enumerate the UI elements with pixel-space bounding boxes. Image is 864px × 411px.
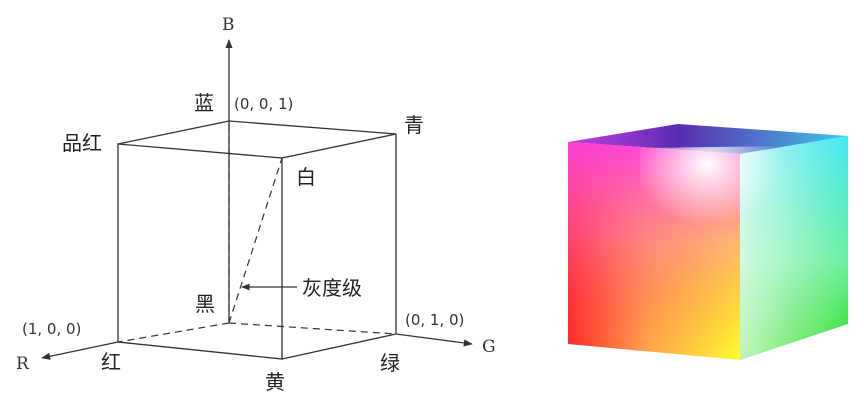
rgb-cube-diagram: B G R 蓝 (0, 0, 1) 青 品红 白 灰度级 黑 (1, 0, 0)… bbox=[16, 15, 496, 394]
black-vertex-label: 黑 bbox=[195, 292, 215, 316]
magenta-vertex-label: 品红 bbox=[62, 131, 102, 155]
red-coordinate: (1, 0, 0) bbox=[22, 320, 81, 338]
gray-diagonal bbox=[228, 157, 283, 324]
cube-white-corner-glow bbox=[640, 146, 790, 268]
top-edge-white-cyan bbox=[281, 133, 397, 159]
cyan-vertex-label: 青 bbox=[404, 113, 424, 137]
hidden-edge-black-green bbox=[228, 322, 397, 335]
blue-coordinate: (0, 0, 1) bbox=[234, 95, 293, 113]
g-axis-label: G bbox=[482, 337, 496, 357]
cube-front-face bbox=[117, 143, 283, 360]
yellow-vertex-label: 黄 bbox=[265, 370, 285, 394]
r-axis bbox=[41, 341, 119, 360]
green-vertex-label: 绿 bbox=[380, 351, 400, 375]
hidden-edge-black-red bbox=[117, 322, 230, 343]
g-axis bbox=[395, 333, 473, 347]
rgb-color-cube-image bbox=[560, 118, 860, 368]
bottom-edge-yellow-green bbox=[281, 333, 397, 360]
top-edge-blue-cyan bbox=[228, 120, 397, 135]
gray-scale-label: 灰度级 bbox=[302, 276, 362, 300]
r-axis-label: R bbox=[16, 354, 30, 374]
top-edge-magenta-blue bbox=[117, 120, 230, 145]
white-vertex-label: 白 bbox=[296, 165, 316, 189]
b-axis-label: B bbox=[222, 15, 235, 35]
green-coordinate: (0, 1, 0) bbox=[405, 311, 464, 329]
red-vertex-label: 红 bbox=[101, 350, 121, 374]
blue-vertex-label: 蓝 bbox=[194, 91, 214, 115]
